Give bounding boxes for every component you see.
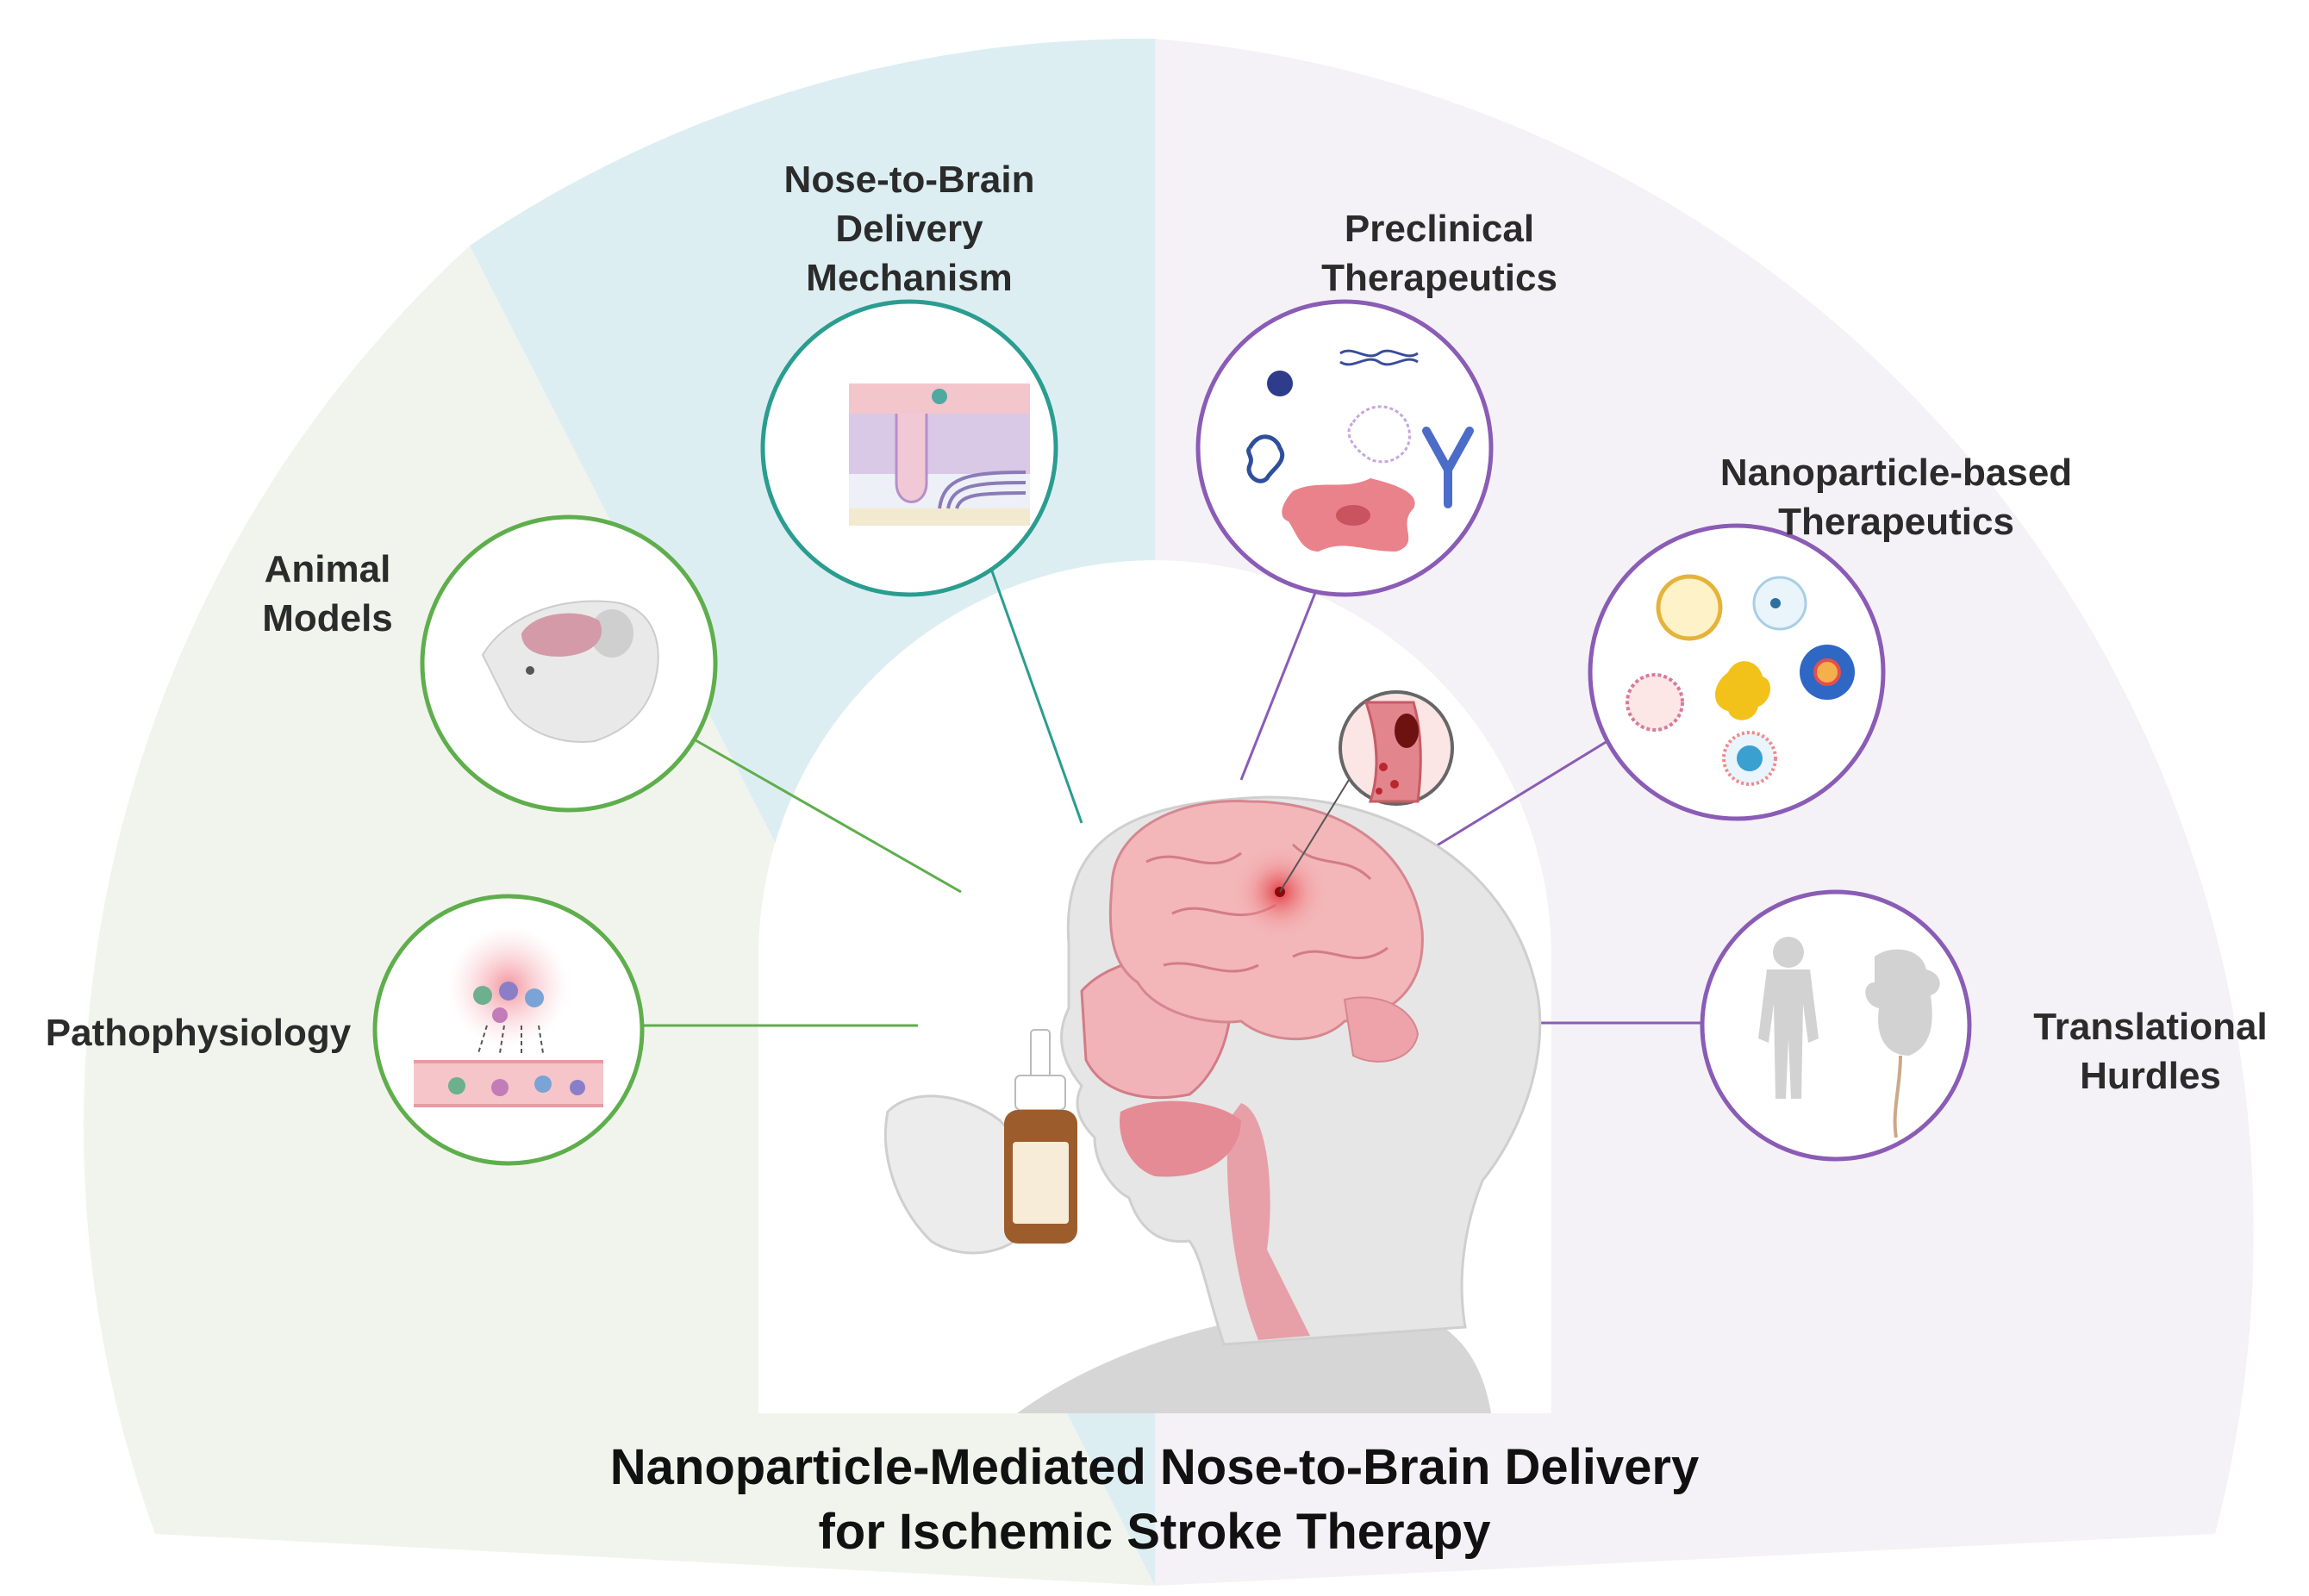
immune-cell [473,986,492,1005]
translational-line2: Hurdles [2080,1055,2221,1098]
preclinical-line2: Therapeutics [1321,257,1557,300]
nanoparticle-line2: Therapeutics [1778,501,2014,544]
rat-eye [526,666,534,675]
dendrimer [1715,661,1771,720]
blood-cell [534,1075,552,1093]
dna-strand [1339,349,1419,366]
immune-cell [499,982,518,1001]
nanoparticle-line1: Nanoparticle-based [1719,452,2073,494]
submucosa [849,508,1030,526]
human-body [1758,969,1819,1099]
sln-core [1737,745,1763,771]
rat-brain [521,613,602,657]
rbc [1390,780,1399,789]
title-line2: for Ischemic Stroke Therapy [818,1504,1491,1561]
animal-models-line1: Animal [264,548,391,590]
rat-tail [1893,1055,1902,1138]
label-nose-to-brain: Nose-to-Brain Delivery Mechanism [737,155,1082,303]
rna-molecule [1347,405,1411,464]
rbc [1376,788,1382,795]
connector-nose-to-brain [989,568,1083,824]
polymer-cargo [1770,598,1781,608]
label-translational: Translational Hurdles [2008,1002,2293,1100]
antibody [1422,427,1474,508]
connector-preclinical [1239,572,1325,781]
functionalized-core [1813,658,1841,686]
label-animal-models: Animal Models [198,545,457,643]
blood-cell [448,1077,465,1094]
olfactory-gland [895,414,928,503]
label-pathophysiology: Pathophysiology [17,1008,379,1057]
rat-body [1865,949,1940,1056]
liposome [1656,574,1723,641]
spray-nozzle [1030,1029,1051,1078]
rbc [1379,763,1388,771]
nose-to-brain-circle[interactable] [760,299,1058,597]
pathophysiology-circle[interactable] [372,894,645,1166]
clot-inset [1339,690,1454,806]
small-molecule [1267,371,1293,396]
translational-line1: Translational [2033,1006,2268,1048]
spray-collar [1014,1075,1066,1111]
label-nanoparticle: Nanoparticle-based Therapeutics [1689,448,2103,546]
stem-cell-nucleus [1336,505,1370,526]
pathophysiology-line1: Pathophysiology [45,1012,352,1054]
blood-cell [491,1079,509,1096]
nasal-spray-bottle [1004,1029,1077,1244]
preclinical-line1: Preclinical [1344,208,1535,250]
animal-models-line2: Models [262,597,393,640]
nose-to-brain-line1: Nose-to-Brain [783,159,1035,201]
translational-circle[interactable] [1700,889,1972,1162]
cell-layer [849,414,1030,474]
diagram-title: Nanoparticle-Mediated Nose-to-Brain Deli… [0,1435,2309,1565]
head-illustration [884,779,1542,1413]
olfactory-cell [932,389,947,404]
animal-models-circle[interactable] [420,514,718,813]
nose-to-brain-line2: Delivery [835,208,983,251]
preclinical-circle[interactable] [1195,299,1494,597]
nerve-bundle [938,471,1027,509]
rat-ear [590,609,633,658]
human-head [1773,937,1804,968]
immune-cell [492,1007,508,1023]
nose-to-brain-line3: Mechanism [806,257,1013,300]
connector-animal-models [689,735,962,894]
neck-tissue [1226,1103,1310,1340]
brain-folds [1145,843,1389,973]
blood-cell [570,1080,585,1095]
cerebellum [1343,996,1420,1063]
spray-label [1013,1142,1069,1224]
protein [1246,434,1285,483]
label-preclinical: Preclinical Therapeutics [1267,204,1612,302]
lesion-pointer [1279,779,1350,893]
clot [1395,714,1419,748]
immune-cell [525,988,544,1007]
micelle [1626,673,1684,732]
nanoparticle-circle[interactable] [1588,523,1886,821]
oral-cavity [1120,1100,1241,1177]
title-line1: Nanoparticle-Mediated Nose-to-Brain Deli… [609,1439,1700,1495]
connector-lines [642,568,1702,1027]
